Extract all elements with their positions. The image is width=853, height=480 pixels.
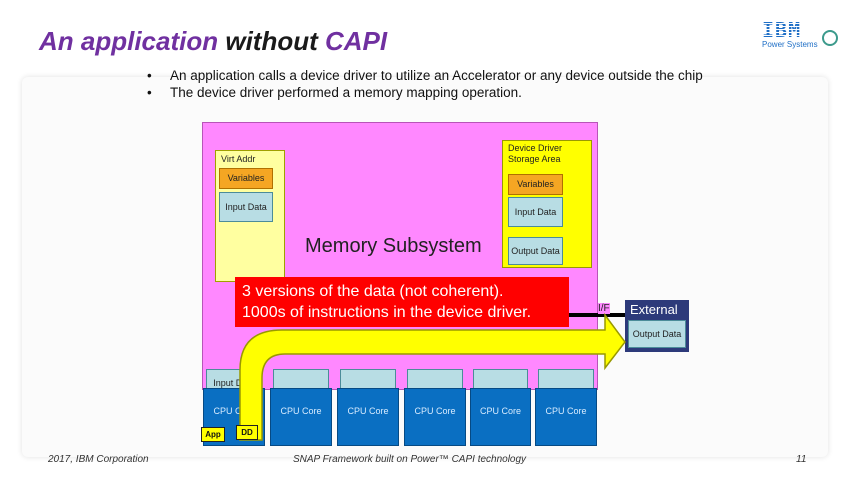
dd-variables-box: Variables [508,174,563,195]
virt-addr-label: Virt Addr [221,154,256,164]
variables-box: Variables [219,168,273,189]
dd-storage-area-label: Device Driver Storage Area [508,143,563,164]
title-part-capi: CAPI [324,26,388,56]
dd-input-data-box: Input Data [508,197,563,227]
cpu-core-label: CPU Core [414,406,456,416]
callout-line-2: 1000s of instructions in the device driv… [242,304,532,321]
dd-tag: DD [236,425,258,440]
power-circle-icon [822,30,838,46]
cpu-cache-box [473,369,528,389]
external-device-label: External [630,302,678,317]
ibm-logo-text: IBM [762,18,802,42]
app-tag: App [201,427,225,442]
bullet-item: The device driver performed a memory map… [146,85,726,101]
cpu-core [270,388,332,446]
cpu-cache-box [273,369,329,389]
ibm-logo-subtitle: Power Systems [762,40,818,49]
external-output-data-box: Output Data [628,320,686,348]
cpu-core-label: CPU Core [280,406,322,416]
cpu-cache-box [538,369,594,389]
page-number: 11 [796,454,807,465]
title-part-application: An application [39,26,226,56]
input-data-box: Input Data [219,192,273,222]
cpu-core-label: CPU Core [479,406,521,416]
coherence-callout: 3 versions of the data (not coherent). 1… [235,277,569,327]
cpu-core [404,388,466,446]
cpu-core [470,388,531,446]
bullet-list: An application calls a device driver to … [146,68,726,102]
cpu-cache-box [407,369,463,389]
title-part-without: without [225,26,325,56]
callout-line-1: 3 versions of the data (not coherent). [242,283,504,300]
interface-line [565,313,625,317]
cpu-core-label: CPU Core [347,406,389,416]
cpu-core [337,388,399,446]
dd-output-data-box: Output Data [508,237,563,265]
cpu-core-label: CPU Core [213,406,255,416]
memory-subsystem-label: Memory Subsystem [305,235,482,257]
footer-center-text: SNAP Framework built on Power™ CAPI tech… [293,454,527,465]
cpu-core [535,388,597,446]
bullet-item: An application calls a device driver to … [146,68,726,84]
footer-copyright: 2017, IBM Corporation [48,454,149,465]
interface-label: I/F [598,303,610,314]
slide-title: An application without CAPI [39,26,387,57]
cpu-core-label: CPU Core [545,406,587,416]
ibm-logo: IBM Power Systems [760,18,840,58]
cpu-cache-box [340,369,396,389]
